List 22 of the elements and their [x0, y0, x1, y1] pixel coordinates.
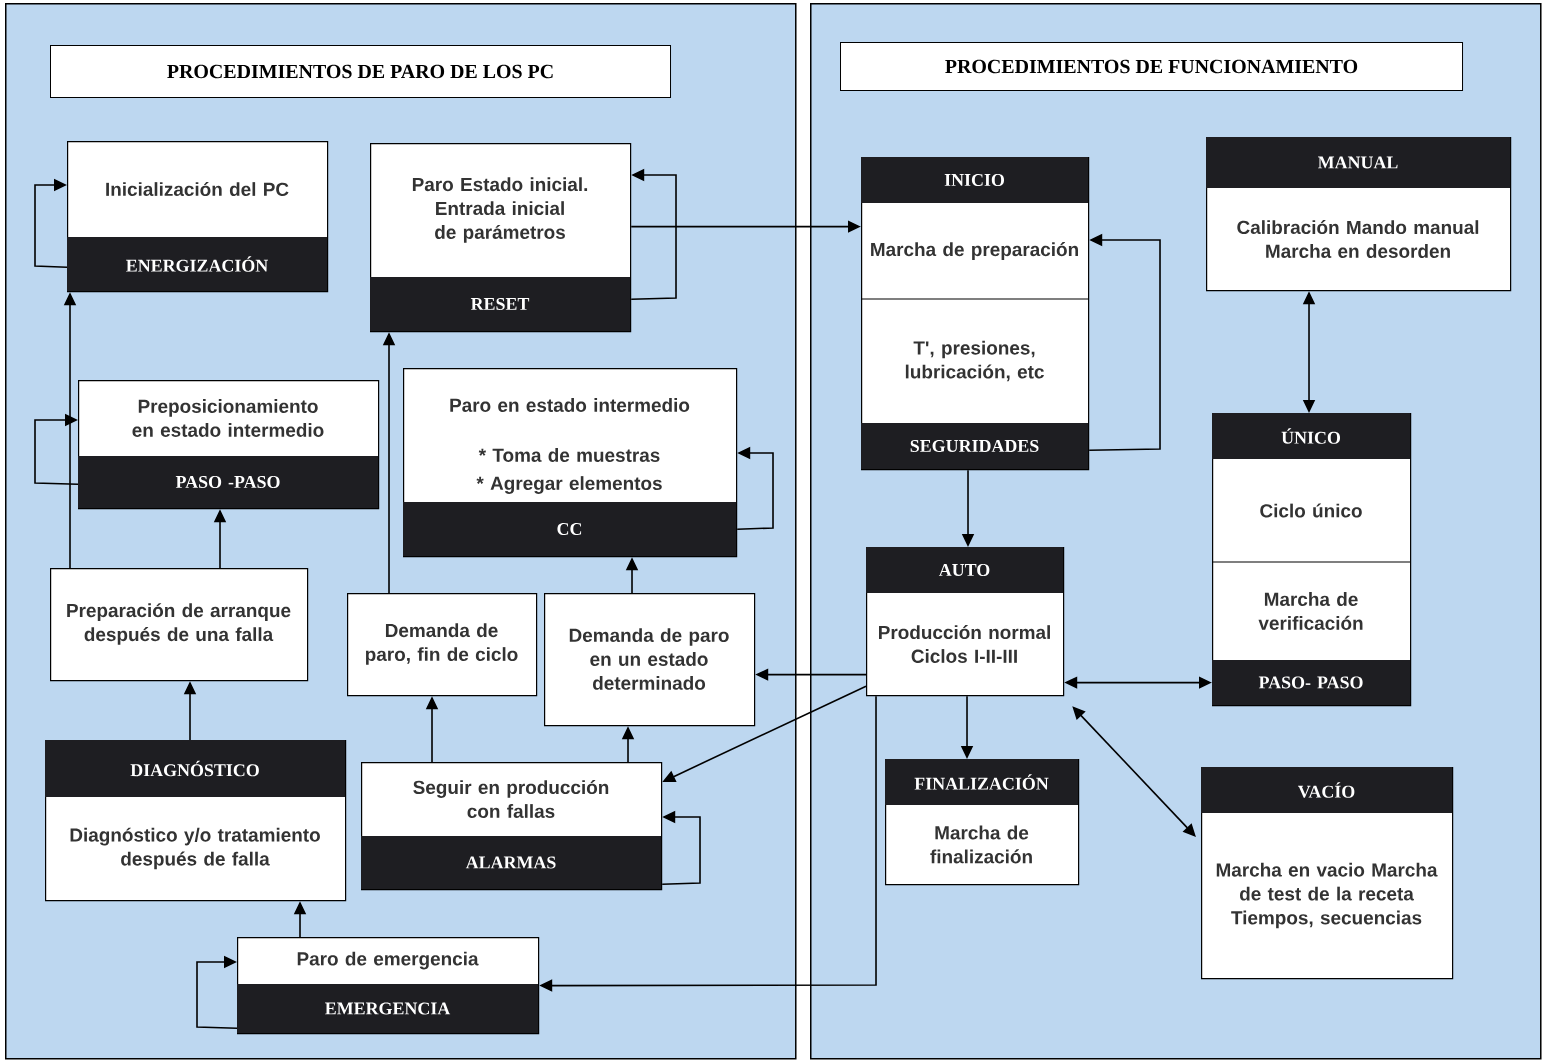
state-box: Paro en estado intermedio * Toma de muestras * Agregar elementos CC	[403, 368, 738, 558]
state-box: Preposicionamiento en estado intermedio PASO -PASO	[78, 380, 380, 510]
loop-arrow	[196, 955, 238, 1029]
state-box: VACÍO Marcha en vacio Marcha de test de la receta Tiempos, secuencias	[1201, 767, 1454, 980]
loop-arrow	[34, 413, 79, 485]
state-box: Demanda de paro, fin de ciclo	[347, 593, 538, 697]
state-box: MANUAL Calibración Mando manual Marcha en desorden	[1206, 137, 1512, 292]
loop-arrow	[34, 178, 68, 268]
state-box: DIAGNÓSTICO Diagnóstico y/o tratamiento después de falla	[45, 740, 347, 902]
double-arrow	[1072, 706, 1196, 837]
state-box: Paro de emergencia EMERGENCIA	[237, 937, 540, 1035]
heading-box: PROCEDIMIENTOS DE FUNCIONAMIENTO	[840, 42, 1463, 91]
state-box: ÚNICO Ciclo único Marcha de verificación PASO- PASO	[1211, 413, 1412, 707]
state-box: Preparación de arranque después de una falla	[50, 568, 309, 682]
state-box: Paro Estado inicial. Entrada inicial de parámetros RESET	[370, 143, 632, 333]
state-box: Seguir en producción con fallas ALARMAS	[361, 762, 663, 891]
state-box: Demanda de paro en un estado determinado	[544, 593, 756, 727]
state-box: Inicialización del PC ENERGIZACIÓN	[67, 141, 329, 293]
state-box: FINALIZACIÓN Marcha de finalización	[885, 759, 1080, 886]
heading-box: PROCEDIMIENTOS DE PARO DE LOS PC	[50, 45, 671, 98]
state-box: INICIO Marcha de preparación T', presiones, lubricación, etc SEGURIDADES	[860, 157, 1090, 471]
state-box: AUTO Producción normal Ciclos I-II-III	[866, 547, 1065, 697]
